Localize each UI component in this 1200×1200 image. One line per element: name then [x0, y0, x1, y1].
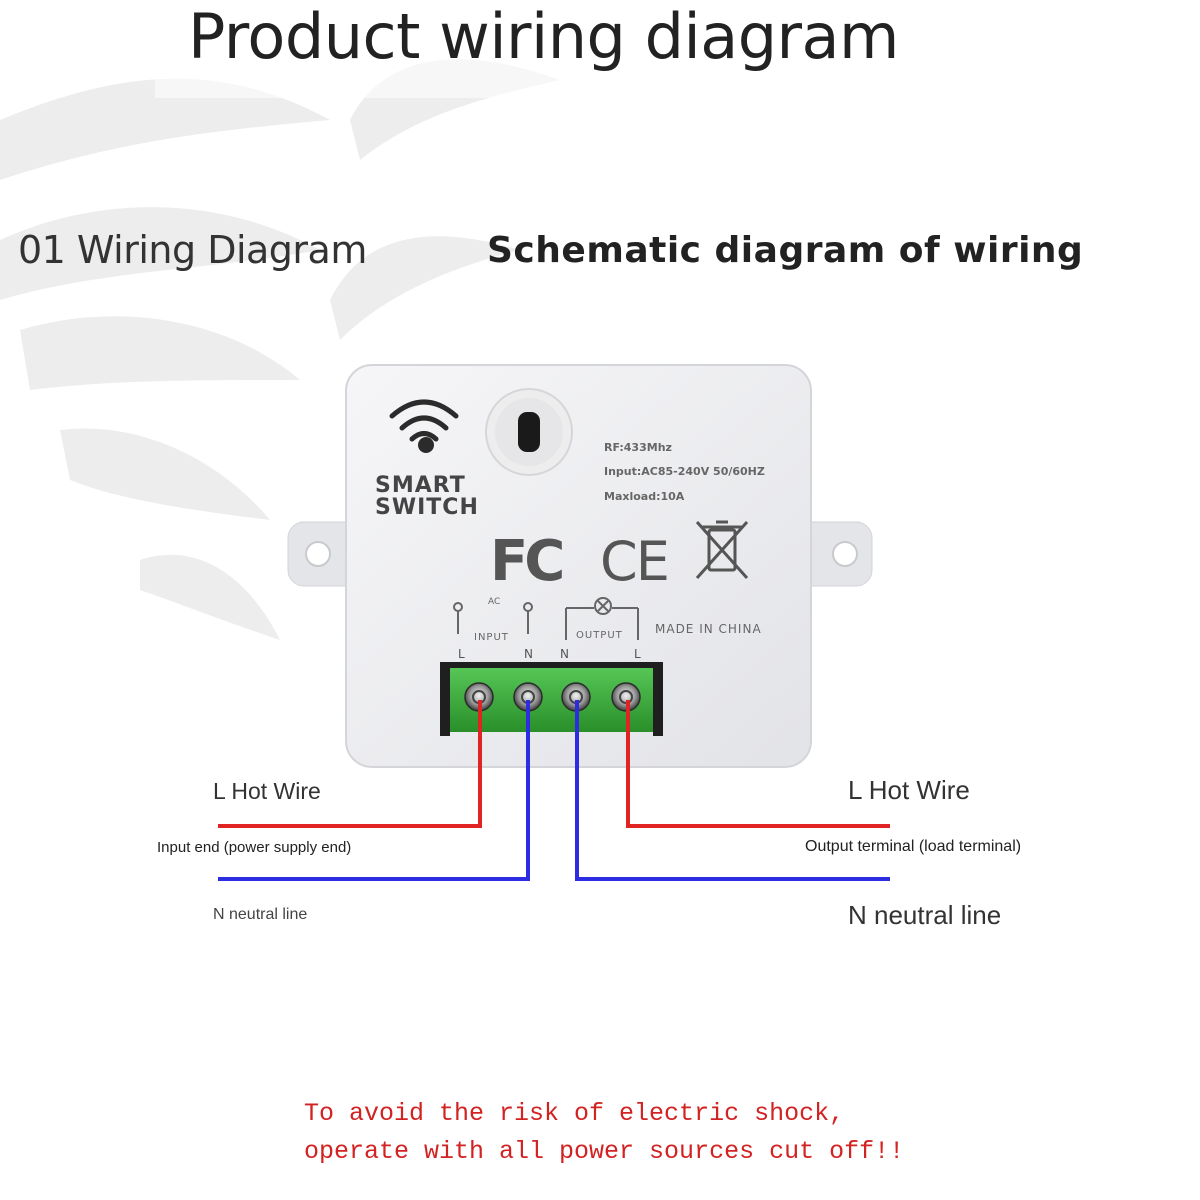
- spec-maxload: Maxload:10A: [604, 490, 685, 503]
- pairing-button[interactable]: [485, 388, 573, 476]
- weee-bin-icon: [695, 520, 749, 579]
- safety-warning: To avoid the risk of electric shock, ope…: [304, 1095, 904, 1171]
- section-heading: 01 Wiring Diagram: [18, 228, 367, 272]
- spec-input: Input:AC85-240V 50/60HZ: [604, 465, 765, 478]
- terminal-screw-2[interactable]: [513, 682, 543, 712]
- right-neutral-label: N neutral line: [848, 900, 1002, 930]
- spec-rf: RF:433Mhz: [604, 441, 672, 454]
- output-lamp-icon: [565, 597, 639, 640]
- terminal-label-4: L: [634, 647, 641, 661]
- made-in-label: MADE IN CHINA: [655, 622, 762, 636]
- input-hot-wire: [218, 700, 482, 828]
- indicator-led-icon: [418, 437, 434, 453]
- wifi-icon: [389, 399, 459, 442]
- schematic-heading: Schematic diagram of wiring: [487, 230, 1084, 271]
- terminal-label-2: N: [524, 647, 533, 661]
- warning-line-2: operate with all power sources cut off!!: [304, 1137, 905, 1166]
- warning-line-1: To avoid the risk of electric shock,: [304, 1099, 845, 1128]
- output-label: OUTPUT: [576, 630, 623, 641]
- ac-label: AC: [488, 597, 500, 607]
- title-band: [155, 0, 575, 98]
- brand-line-2: SWITCH: [375, 495, 479, 520]
- terminal-label-3: N: [560, 647, 569, 661]
- terminal-label-1: L: [458, 647, 465, 661]
- output-terminal-label: Output terminal (load terminal): [805, 838, 1022, 855]
- brand-line-1: SMART: [375, 473, 466, 498]
- page-title: Product wiring diagram: [188, 0, 899, 73]
- right-hot-wire-label: L Hot Wire: [848, 775, 970, 805]
- left-neutral-label: N neutral line: [213, 906, 308, 923]
- output-hot-wire: [626, 700, 890, 828]
- input-terminal-legend: [453, 602, 533, 634]
- terminal-block: [440, 662, 663, 736]
- input-label: INPUT: [474, 632, 509, 643]
- ce-mark: CE: [600, 530, 668, 593]
- input-neutral-wire: [218, 700, 530, 881]
- input-end-label: Input end (power supply end): [157, 839, 352, 856]
- output-neutral-wire: [575, 700, 890, 881]
- fcc-mark: FC: [490, 529, 562, 594]
- left-hot-wire-label: L Hot Wire: [213, 778, 321, 804]
